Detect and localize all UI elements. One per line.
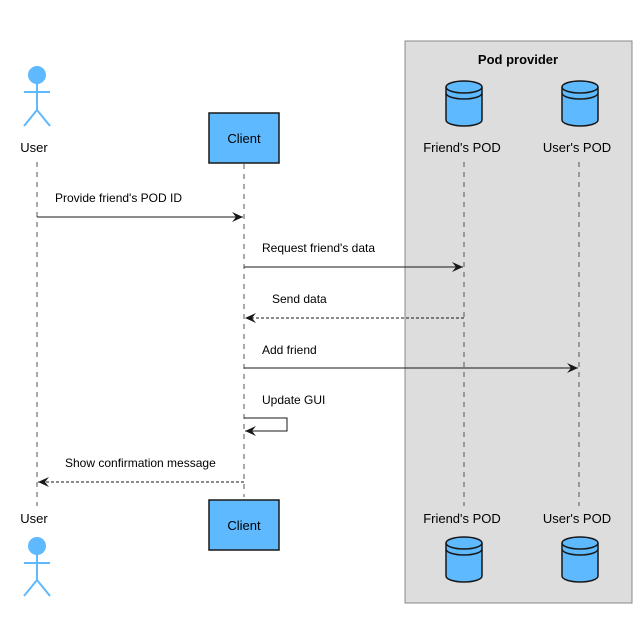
participant-client-top: Client xyxy=(208,112,280,164)
participant-label-user-pod: User's POD xyxy=(543,511,611,526)
participant-label-client: Client xyxy=(227,131,261,146)
participant-user-pod-bottom: User's POD xyxy=(543,511,611,583)
participant-friend-pod-top: Friend's POD xyxy=(423,80,501,155)
message-label: Send data xyxy=(272,292,327,306)
participant-label-client: Client xyxy=(227,518,261,533)
message-label: Provide friend's POD ID xyxy=(55,191,182,205)
database-icon xyxy=(445,536,483,583)
participant-user-pod-top: User's POD xyxy=(543,80,611,155)
message-update-gui: Update GUI xyxy=(244,393,325,436)
message-label: Show confirmation message xyxy=(65,456,216,470)
participant-client-bottom: Client xyxy=(208,499,280,551)
pod-provider-group xyxy=(404,40,633,604)
participant-friend-pod-bottom: Friend's POD xyxy=(423,511,501,583)
participant-label-friend-pod: Friend's POD xyxy=(423,140,501,155)
database-icon xyxy=(561,536,599,583)
actor-icon xyxy=(23,537,51,597)
client-box xyxy=(208,112,280,164)
actor-icon xyxy=(23,66,51,127)
pod-provider-title: Pod provider xyxy=(478,52,558,67)
participant-user-top: User xyxy=(20,66,51,155)
message-request-friend-data: Request friend's data xyxy=(244,241,463,272)
message-label: Update GUI xyxy=(262,393,325,407)
message-add-friend: Add friend xyxy=(244,343,578,373)
message-label: Add friend xyxy=(262,343,317,357)
message-show-confirmation: Show confirmation message xyxy=(38,456,244,487)
participant-label-user: User xyxy=(20,511,48,526)
participant-label-user: User xyxy=(20,140,48,155)
message-label: Request friend's data xyxy=(262,241,375,255)
lifelines xyxy=(36,162,580,506)
participant-label-user-pod: User's POD xyxy=(543,140,611,155)
participant-label-friend-pod: Friend's POD xyxy=(423,511,501,526)
client-box xyxy=(208,499,280,551)
message-provide-pod-id: Provide friend's POD ID xyxy=(37,191,243,222)
message-self-arrow xyxy=(244,417,288,436)
message-send-data: Send data xyxy=(245,292,464,323)
participant-user-bottom: User xyxy=(20,511,51,597)
database-icon xyxy=(561,80,599,127)
database-icon xyxy=(445,80,483,127)
